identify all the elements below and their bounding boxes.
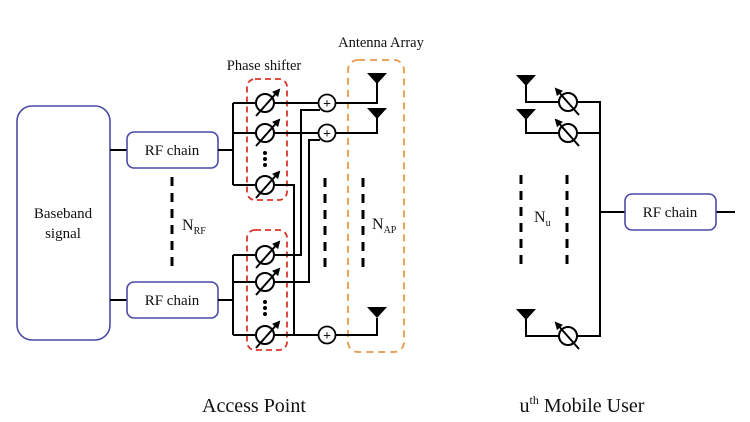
access-point-caption: Access Point (202, 395, 306, 417)
mobile-user-caption: uth Mobile User (520, 393, 645, 417)
antenna-icon (516, 309, 536, 320)
antenna-icon (516, 109, 536, 120)
phase-shifter-group-1 (246, 78, 288, 201)
adder-2: + (317, 123, 337, 143)
adder-1: + (317, 93, 337, 113)
combiner-wires (274, 82, 378, 336)
rf-chain-1: RF chain (126, 131, 219, 169)
phase-shifter-icon (556, 120, 579, 146)
adder-icon (317, 123, 337, 143)
baseband-block: Baseband signal (16, 105, 111, 341)
phase-shifter-icon (556, 323, 579, 349)
baseband-label-line1: Baseband (34, 206, 93, 222)
rf-chain-label: RF chain (145, 293, 200, 309)
n-u-label: Nu (534, 209, 551, 229)
antenna-icon (367, 307, 387, 318)
rf-chain-2: RF chain (126, 281, 219, 319)
svg-text:+: + (323, 127, 331, 142)
splitter-wires-group-1 (218, 102, 256, 186)
n-rf-label: NRF (182, 217, 206, 237)
antenna-icon (516, 75, 536, 86)
access-point: Baseband signal RF chain RF chain NRF Ph… (16, 35, 425, 417)
rf-chain-box (624, 193, 717, 231)
vertical-ellipsis-icon (263, 300, 267, 316)
mobile-user: Nu RF chain uth Mobile User (516, 75, 735, 417)
user-rf-chain: RF chain (624, 193, 717, 231)
adder-icon (317, 93, 337, 113)
antenna-array-group (347, 59, 405, 353)
phase-shifter-group-2 (246, 229, 288, 351)
user-wires (525, 84, 735, 337)
adder-3: + (317, 325, 337, 345)
vertical-ellipsis-icon (263, 151, 267, 167)
antenna-icon (367, 108, 387, 119)
phase-shifter-title: Phase shifter (227, 58, 302, 74)
baseband-box (16, 105, 111, 341)
svg-text:+: + (323, 97, 331, 112)
rf-chain-label: RF chain (145, 143, 200, 159)
antenna-array-title: Antenna Array (338, 35, 425, 51)
n-ap-label: NAP (372, 216, 397, 236)
splitter-wires-group-2 (218, 254, 256, 336)
antenna-icon (367, 73, 387, 84)
rf-chain-label: RF chain (643, 205, 698, 221)
phase-shifter-icon (556, 89, 579, 115)
svg-text:+: + (323, 329, 331, 344)
adder-icon (317, 325, 337, 345)
baseband-label-line2: signal (45, 226, 81, 242)
